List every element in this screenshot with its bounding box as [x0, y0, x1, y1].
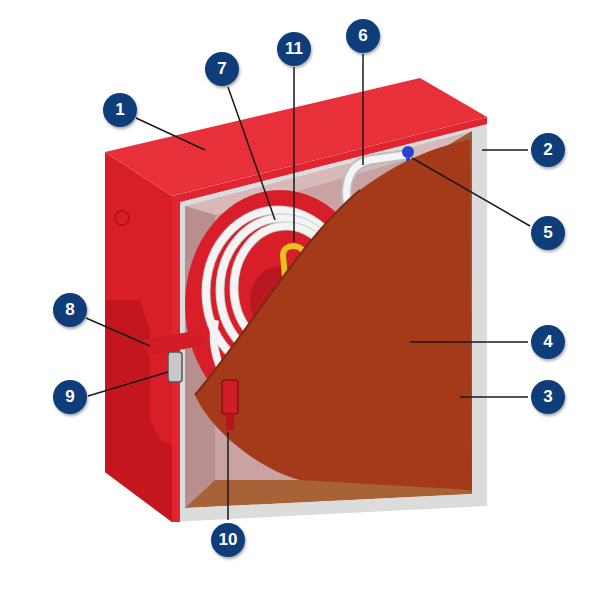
callout-number: 4	[543, 332, 552, 352]
callout-number: 9	[65, 387, 74, 407]
knockout-hole	[115, 211, 129, 225]
front-rim	[172, 117, 487, 522]
nozzle-tip	[226, 414, 234, 430]
callout-circle: 9	[53, 380, 87, 414]
callout-circle: 3	[531, 380, 565, 414]
callout-circle: 11	[277, 32, 311, 66]
callout-circle: 7	[205, 52, 239, 86]
door-edge	[195, 190, 360, 395]
callout-circle: 6	[346, 19, 380, 53]
callout-number: 6	[358, 26, 367, 46]
callout-number: 10	[219, 530, 238, 550]
door-disc	[195, 140, 472, 490]
callout-circle: 4	[531, 325, 565, 359]
side-cutout	[105, 300, 172, 522]
callout-circle: 2	[531, 133, 565, 167]
callout-number: 1	[115, 100, 124, 120]
callout-circle: 10	[211, 523, 245, 557]
callout-number: 11	[285, 39, 303, 59]
callout-number: 7	[217, 59, 226, 79]
callout-number: 5	[543, 223, 552, 243]
front-edge	[172, 117, 487, 522]
callout-number: 8	[65, 300, 74, 320]
callout-number: 3	[543, 387, 552, 407]
callout-circle: 5	[531, 216, 565, 250]
callout-number: 2	[543, 140, 552, 160]
clamp	[168, 352, 182, 382]
leader-lines	[86, 54, 530, 520]
nozzle	[222, 380, 238, 414]
callout-circle: 1	[103, 93, 137, 127]
valve	[402, 146, 414, 158]
callout-circle: 8	[53, 293, 87, 327]
